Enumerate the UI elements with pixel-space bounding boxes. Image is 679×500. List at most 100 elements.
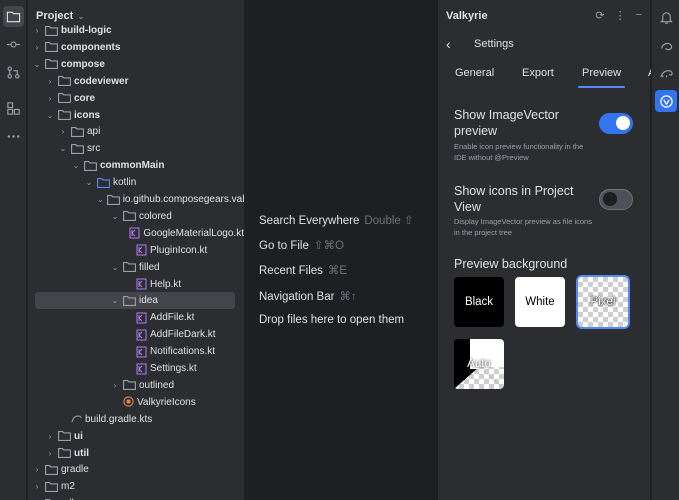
chevron-down-icon[interactable]: ⌄ xyxy=(46,110,54,120)
valkyrie-plugin-icon[interactable] xyxy=(655,90,677,112)
chevron-right-icon[interactable]: › xyxy=(48,431,52,441)
tree-file-item[interactable]: Help.kt xyxy=(28,276,244,293)
tree-folder-item[interactable]: ›api xyxy=(28,123,244,140)
tree-folder-item[interactable]: › core xyxy=(28,90,244,107)
folder-icon xyxy=(58,93,71,104)
gradle-icon[interactable] xyxy=(655,62,677,84)
hint-shortcut: Double ⇧ xyxy=(364,215,414,227)
minimize-icon[interactable]: − xyxy=(635,9,642,21)
settings-title: Settings xyxy=(474,38,514,50)
kotlin-file-icon xyxy=(136,278,147,290)
chevron-right-icon[interactable]: › xyxy=(48,93,52,103)
hint-search-everywhere: Search Everywhere Double ⇧ xyxy=(259,213,414,227)
project-header[interactable]: Project ⌄ xyxy=(28,0,244,32)
more-icon[interactable] xyxy=(3,126,24,147)
folder-icon xyxy=(58,110,71,120)
tree-folder-item[interactable]: ›sdk xyxy=(28,495,244,500)
back-arrow-icon[interactable]: ‹ xyxy=(446,36,451,52)
tree-file-item[interactable]: GoogleMaterialLogo.kt xyxy=(28,225,244,242)
chevron-right-icon[interactable]: › xyxy=(35,482,39,492)
refresh-icon[interactable]: ⟳ xyxy=(595,10,605,22)
tree-folder-item[interactable]: ⌄io.github.composegears.valkyrie xyxy=(28,191,244,208)
tree-folder-item[interactable]: ⌄filled xyxy=(28,259,244,276)
options-menu-icon[interactable]: ⋮ xyxy=(614,10,626,22)
chevron-right-icon[interactable]: › xyxy=(48,76,52,86)
tree-folder-item[interactable]: ›util xyxy=(28,445,244,462)
chevron-down-icon[interactable]: ⌄ xyxy=(72,161,80,171)
tree-file-item[interactable]: AddFileDark.kt xyxy=(28,326,244,343)
chevron-right-icon[interactable]: › xyxy=(35,465,39,475)
hint-navigation-bar: Navigation Bar⌘↑ xyxy=(259,289,357,303)
chevron-down-icon[interactable]: ⌄ xyxy=(59,144,67,154)
chevron-down-icon[interactable]: ⌄ xyxy=(85,178,93,188)
bg-option-auto[interactable]: Auto xyxy=(454,339,504,389)
tree-item-label: core xyxy=(74,92,96,104)
chevron-right-icon[interactable]: › xyxy=(35,26,39,35)
hint-shortcut: ⌘↑ xyxy=(339,291,357,303)
folder-icon xyxy=(45,59,58,70)
chevron-right-icon[interactable]: › xyxy=(61,127,65,137)
chevron-right-icon[interactable]: › xyxy=(113,380,117,390)
tree-folder-item[interactable]: ›m2 xyxy=(28,478,244,495)
bg-option-pixel[interactable]: Pixel xyxy=(578,277,628,327)
chevron-right-icon[interactable]: › xyxy=(35,42,39,52)
kotlin-file-icon xyxy=(136,329,147,341)
tree-file-item[interactable]: Notifications.kt xyxy=(28,343,244,360)
tree-file-item[interactable]: Settings.kt xyxy=(28,360,244,377)
chevron-down-icon[interactable]: ⌄ xyxy=(97,195,104,204)
structure-icon[interactable] xyxy=(3,98,24,119)
chevron-down-icon[interactable]: ⌄ xyxy=(111,262,119,272)
bg-option-black[interactable]: Black xyxy=(454,277,504,327)
tree-item-label: compose xyxy=(61,58,105,70)
chevron-down-icon[interactable]: ⌄ xyxy=(111,211,119,221)
folder-icon xyxy=(84,160,97,171)
tree-folder-item[interactable]: › outlined xyxy=(28,377,244,394)
tree-file-item[interactable]: ValkyrieIcons xyxy=(28,394,244,411)
folder-icon xyxy=(106,194,120,205)
tree-file-item[interactable]: AddFile.kt xyxy=(28,309,244,326)
chevron-down-icon[interactable]: ⌄ xyxy=(111,296,119,306)
tree-folder-item[interactable]: ⌄icons xyxy=(28,107,244,124)
tree-item-label: outlined xyxy=(139,379,175,391)
tree-folder-item[interactable]: ⌄idea xyxy=(35,292,235,310)
pull-requests-icon[interactable] xyxy=(3,62,24,83)
tree-folder-item[interactable]: ›ui xyxy=(28,428,244,445)
option-desc-project-view-icons: Display ImageVector preview as file icon… xyxy=(454,217,592,237)
tree-folder-item[interactable]: ⌄colored xyxy=(28,208,244,225)
kotlin-object-icon xyxy=(123,396,134,408)
ai-assistant-icon[interactable] xyxy=(655,34,677,56)
tree-file-item[interactable]: build.gradle.kts xyxy=(28,411,244,428)
toggle-knob xyxy=(616,116,630,130)
folder-icon xyxy=(45,498,58,500)
tree-folder-item[interactable]: ›components xyxy=(28,39,244,56)
tab-overflow[interactable]: A xyxy=(648,67,651,79)
tree-file-item[interactable]: PluginIcon.kt xyxy=(28,242,244,259)
tree-folder-item[interactable]: ›build-logic xyxy=(28,22,244,39)
tree-folder-item[interactable]: ⌄commonMain xyxy=(28,157,244,174)
tree-folder-item[interactable]: ⌄kotlin xyxy=(28,174,244,191)
option-title-imagevector-preview: Show ImageVector preview xyxy=(454,108,559,138)
tree-folder-item[interactable]: ›gradle xyxy=(28,461,244,478)
chevron-right-icon[interactable]: › xyxy=(48,448,52,458)
commit-icon[interactable] xyxy=(3,34,24,55)
project-folder-icon[interactable] xyxy=(3,6,24,27)
hint-action: Search Everywhere xyxy=(259,215,360,227)
chevron-down-icon[interactable]: ⌄ xyxy=(77,10,85,21)
tab-preview[interactable]: Preview xyxy=(577,67,626,88)
tab-general[interactable]: General xyxy=(455,67,495,79)
toggle-imagevector-preview[interactable] xyxy=(599,113,633,134)
hint-drop-files: Drop files here to open them xyxy=(259,314,404,326)
folder-icon xyxy=(45,464,58,475)
tree-folder-item[interactable]: ⌄src xyxy=(28,140,244,157)
folder-icon xyxy=(123,262,136,273)
chevron-down-icon[interactable]: ⌄ xyxy=(33,59,41,69)
settings-tabs: General Export Preview A xyxy=(438,62,651,88)
tree-folder-item[interactable]: ›codeviewer xyxy=(28,73,244,90)
tree-folder-item[interactable]: ⌄ compose xyxy=(28,56,244,73)
notifications-icon[interactable] xyxy=(655,6,677,28)
bg-option-white[interactable]: White xyxy=(515,277,565,327)
gradle-file-icon xyxy=(71,413,82,425)
auto-split-graphic xyxy=(454,339,504,389)
tab-export[interactable]: Export xyxy=(522,67,554,79)
toggle-project-view-icons[interactable] xyxy=(599,189,633,210)
